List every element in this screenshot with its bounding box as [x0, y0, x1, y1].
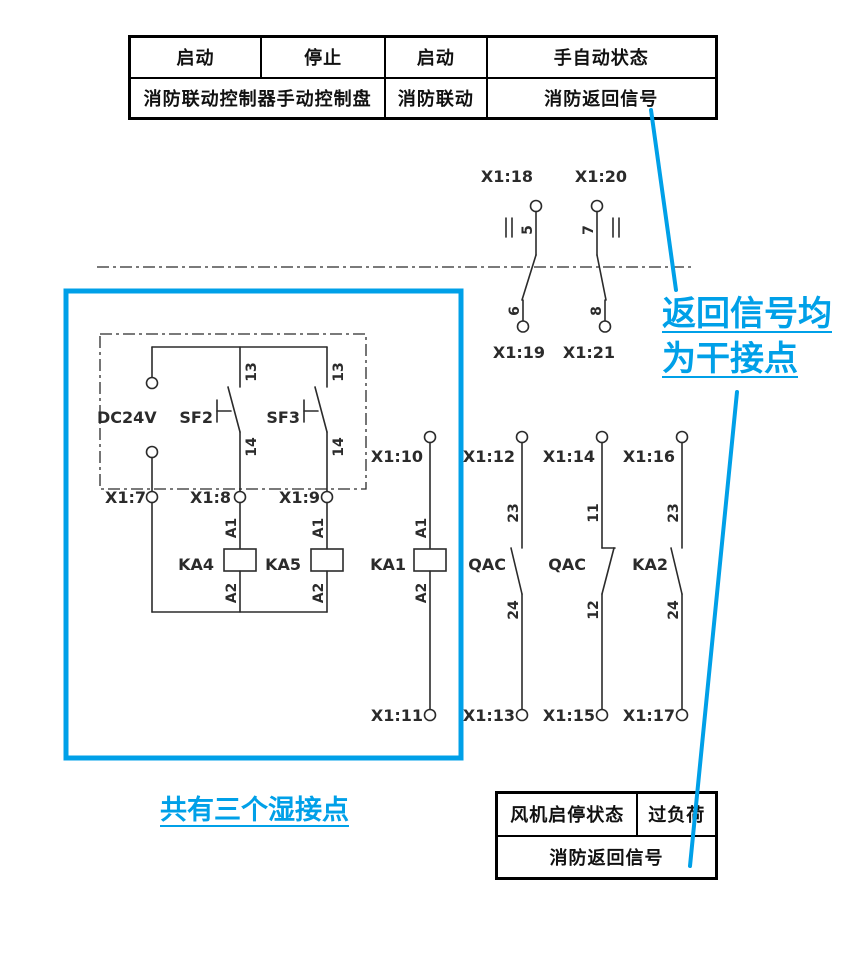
terminal-x1-13 — [515, 708, 529, 722]
pin-23: 23 — [666, 503, 682, 522]
sf3-pushbutton: 13 14 SF3 X1:9 — [266, 346, 347, 507]
pin-8: 8 — [589, 306, 605, 316]
terminal-x1-10 — [423, 430, 437, 444]
ka1-relay-coil: A1 A2 KA1 X1:10 X1:11 — [370, 430, 447, 725]
terminal-x1-9 — [320, 490, 334, 504]
fire-linkage-control-table: 启动 停止 启动 手自动状态 消防联动控制器手动控制盘 消防联动 消防返回信号 — [128, 35, 718, 120]
terminal-label-x1-10: X1:10 — [371, 447, 423, 466]
pin-6: 6 — [507, 306, 523, 316]
ka2-contact-23-24: 23 24 KA2 X1:16 X1:17 — [623, 430, 689, 725]
cell-start: 启动 — [130, 37, 262, 78]
pin-23: 23 — [506, 503, 522, 522]
pin-24: 24 — [506, 600, 522, 620]
ka1-coil-box — [413, 548, 447, 572]
dc24v-supply: DC24V X1:7 — [97, 346, 328, 613]
terminal-x1-21 — [598, 320, 612, 333]
pin-11: 11 — [586, 503, 602, 522]
pin-7: 7 — [581, 225, 597, 235]
pin-a1: A1 — [224, 518, 240, 539]
terminal-x1-16 — [675, 430, 689, 444]
device-label-ka5: KA5 — [265, 555, 301, 574]
qac-contact-23-24: 23 24 QAC X1:12 X1:13 — [463, 430, 529, 725]
cell-fire-return-signal-2: 消防返回信号 — [497, 835, 716, 878]
device-label-sf3: SF3 — [266, 408, 300, 427]
cell-fan-start-stop-status: 风机启停状态 — [497, 793, 638, 836]
terminal-label-x1-18: X1:18 — [481, 167, 533, 186]
pin-14: 14 — [244, 437, 260, 457]
pin-5: 5 — [520, 225, 536, 235]
qac-contact-11-12: 11 12 QAC X1:14 X1:15 — [543, 430, 616, 725]
terminal-label-x1-20: X1:20 — [575, 167, 627, 186]
fan-status-table: 风机启停状态 过负荷 消防返回信号 — [495, 791, 718, 880]
device-label-ka1: KA1 — [370, 555, 406, 574]
terminal-x1-7 — [145, 490, 159, 504]
terminal-x1-19 — [516, 320, 530, 333]
cell-start-2: 启动 — [385, 37, 487, 78]
terminal-label-x1-9: X1:9 — [279, 488, 320, 507]
cell-manual-auto-status: 手自动状态 — [486, 37, 716, 78]
terminal-x1-11 — [423, 708, 437, 722]
wet-contact-highlight-box — [63, 288, 464, 761]
terminal-x1-17 — [675, 708, 689, 722]
terminal-label-x1-11: X1:11 — [371, 706, 423, 725]
terminal-label-x1-17: X1:17 — [623, 706, 675, 725]
terminal-x1-20 — [590, 199, 604, 213]
terminal-label-x1-21: X1:21 — [563, 343, 615, 362]
terminal-label-x1-15: X1:15 — [543, 706, 595, 725]
manual-panel-box — [99, 333, 367, 490]
device-label-qac-2: QAC — [548, 555, 586, 574]
terminal-x1-14 — [595, 430, 609, 444]
terminal-label-x1-16: X1:16 — [623, 447, 675, 466]
device-label-sf2: SF2 — [179, 408, 213, 427]
ka5-relay-coil: A1 A2 KA5 — [265, 501, 344, 613]
terminal-x1-18 — [529, 199, 543, 213]
pin-13: 13 — [331, 362, 347, 381]
dry-contact-annotation: 返回信号均 为干接点 — [662, 292, 832, 382]
terminal-label-x1-7: X1:7 — [105, 488, 146, 507]
pin-12: 12 — [586, 600, 602, 619]
terminal-label-x1-14: X1:14 — [543, 447, 595, 466]
pin-13: 13 — [244, 362, 260, 381]
terminal-label-x1-12: X1:12 — [463, 447, 515, 466]
dry-contact-annotation-line1: 返回信号均 — [662, 295, 832, 333]
pin-a2: A2 — [224, 583, 240, 604]
terminal-x1-12 — [515, 430, 529, 444]
leader-line-dry-note-to-bottom-table — [688, 390, 739, 868]
ka5-coil-box — [310, 548, 344, 572]
terminal-x1-8 — [233, 490, 247, 504]
terminal-label-x1-19: X1:19 — [493, 343, 545, 362]
pin-a1: A1 — [414, 518, 430, 539]
pin-24: 24 — [666, 600, 682, 620]
power-label: DC24V — [97, 408, 157, 427]
terminal-x1-15 — [595, 708, 609, 722]
pin-14: 14 — [331, 437, 347, 457]
cell-stop: 停止 — [261, 37, 386, 78]
supply-terminal-plus — [145, 376, 159, 390]
pin-a1: A1 — [311, 518, 327, 539]
contact-7-8: X1:20 7 8 X1:21 — [563, 167, 627, 362]
device-label-qac-1: QAC — [468, 555, 506, 574]
sf2-pushbutton: 13 14 SF2 X1:8 — [179, 346, 260, 507]
wet-contact-annotation: 共有三个湿接点 — [160, 795, 349, 825]
contact-5-6: X1:18 5 6 X1:19 — [481, 167, 545, 362]
cell-fire-return-signal: 消防返回信号 — [486, 77, 716, 118]
dry-contact-annotation-line2: 为干接点 — [662, 340, 798, 378]
cell-overload: 过负荷 — [637, 793, 716, 836]
ka4-coil-box — [223, 548, 257, 572]
supply-terminal-minus — [145, 445, 159, 459]
cell-manual-control-panel: 消防联动控制器手动控制盘 — [130, 77, 386, 118]
device-label-ka4: KA4 — [178, 555, 214, 574]
pin-a2: A2 — [311, 583, 327, 604]
leader-line-top-table-to-dry-note — [649, 108, 678, 292]
cell-fire-linkage: 消防联动 — [385, 77, 487, 118]
terminal-label-x1-13: X1:13 — [463, 706, 515, 725]
device-label-ka2: KA2 — [632, 555, 668, 574]
terminal-label-x1-8: X1:8 — [190, 488, 231, 507]
ka4-relay-coil: A1 A2 KA4 — [178, 501, 257, 613]
pin-a2: A2 — [414, 583, 430, 604]
